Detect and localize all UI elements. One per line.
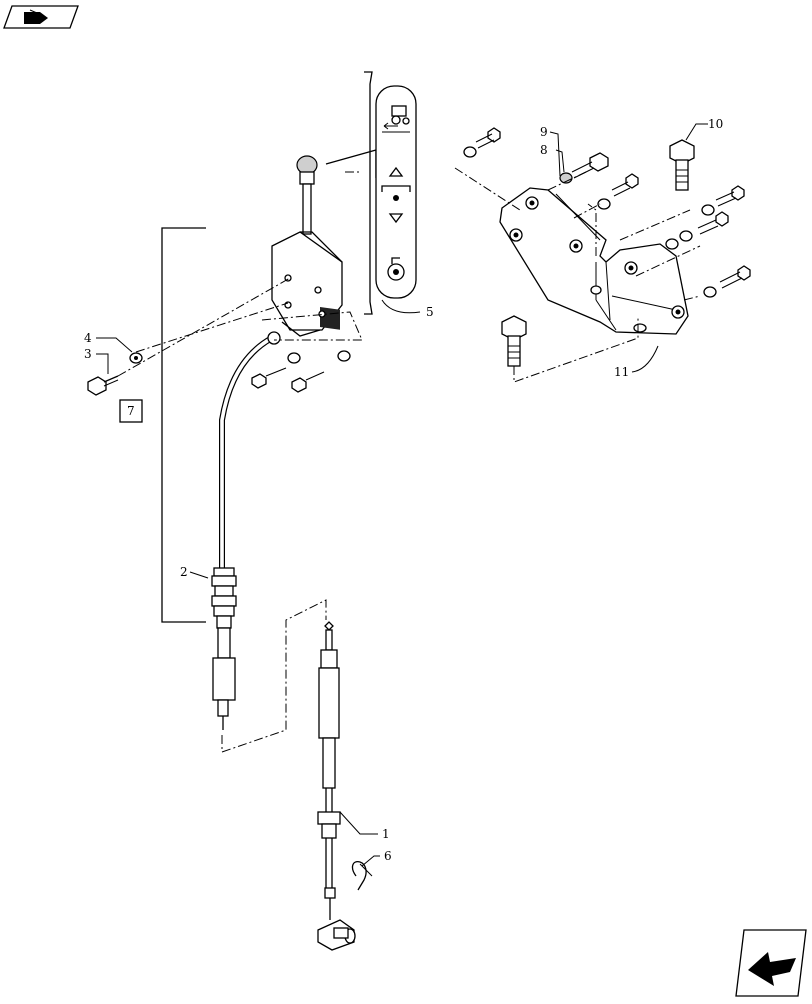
bracket-fasteners [463,127,751,298]
callout-10: 10 [708,117,723,131]
arrow-up-icon [388,166,404,177]
group-bracket [161,227,206,623]
callout-7: 7 [127,404,135,418]
control-lever-assembly [211,155,343,730]
arrow-down-icon [388,213,404,224]
next-page-arrow-icon[interactable] [735,929,807,997]
screw-3-washer-4 [87,352,143,396]
pto-icon [387,257,405,281]
callout-6: 6 [384,849,392,863]
callout-9: 9 [540,125,548,139]
callout-8: 8 [540,143,548,157]
reference-box-7 [119,399,143,423]
callout-1: 1 [382,827,390,841]
screw-9-washer-8 [559,152,609,184]
mounting-bracket-11 [499,187,689,335]
indicator-panel-5 [325,71,417,315]
callout-4: 4 [84,331,92,345]
lower-cable [317,621,356,951]
callout-3: 3 [84,347,92,361]
callout-11: 11 [614,365,629,379]
gear-icon [393,195,399,201]
callout-5: 5 [426,305,434,319]
bolt-10 [669,139,695,191]
tractor-icon [383,105,410,130]
lever-screws [251,350,351,393]
callout-2: 2 [180,565,188,579]
book-with-arrow-icon[interactable] [3,5,79,29]
bolt-lower [501,315,527,367]
